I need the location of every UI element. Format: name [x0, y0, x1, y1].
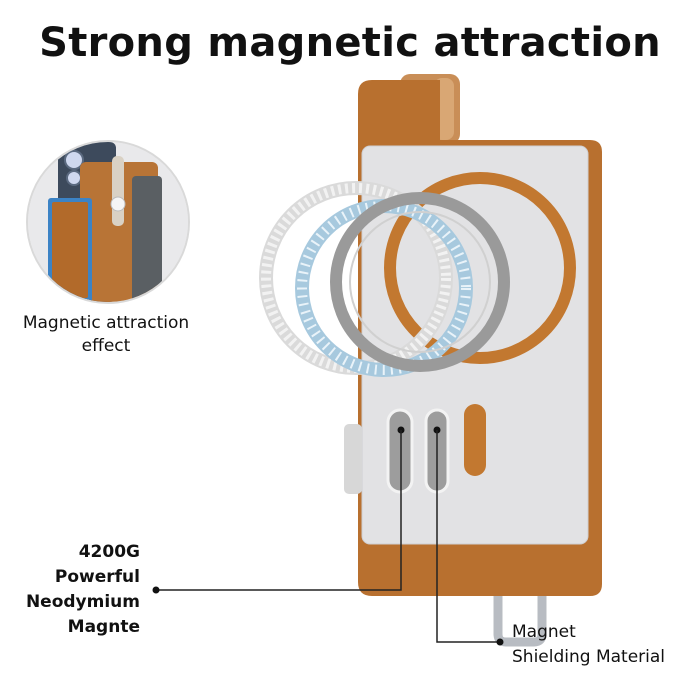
- magnet-label: 4200G Powerful Neodymium Magnte: [26, 540, 140, 640]
- inset-caption-line-1: Magnetic attraction: [22, 313, 190, 333]
- orange-slot: [464, 404, 486, 476]
- magnet-label-line: Powerful: [54, 567, 140, 587]
- side-clip: [344, 424, 362, 494]
- shield-label-line-2: Shielding Material: [512, 647, 666, 667]
- shield-leader-line: [436, 430, 500, 643]
- inset-caption-line-2: effect: [81, 336, 131, 356]
- camera-lens: [64, 150, 84, 170]
- magnet-slot-left: [386, 408, 414, 494]
- magnet-label-line: Neodymium: [25, 592, 140, 612]
- shield-label-dot: [496, 638, 504, 646]
- plate-magnet-ring: [384, 172, 576, 364]
- shield-label: Magnet Shielding Material: [512, 620, 665, 670]
- magnet-label-dot: [152, 586, 160, 594]
- magnet-label-line: 4200G: [78, 542, 140, 562]
- magnet-leader-line: [156, 430, 402, 591]
- page-title: Strong magnetic attraction: [39, 20, 661, 66]
- magnetic-attraction-photo: [26, 140, 190, 304]
- shield-label-line-1: Magnet: [512, 622, 576, 642]
- grey-shield-ring: [330, 192, 510, 372]
- lanyard-strap: [493, 596, 547, 647]
- inset-caption: Magnetic attraction effect: [0, 312, 212, 358]
- magnet-label-line: Magnte: [67, 617, 140, 637]
- grey-shield-ring-inner: [349, 211, 491, 353]
